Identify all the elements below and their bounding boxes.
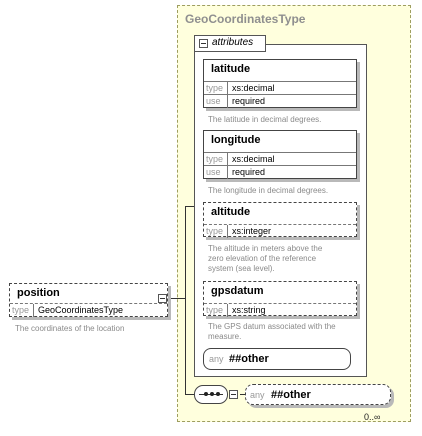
type-value: xs:integer	[232, 226, 272, 236]
element-doc: The coordinates of the location	[15, 324, 125, 333]
attribute-longitude[interactable]: longitude type xs:decimal use required	[203, 130, 357, 179]
use-value: required	[232, 167, 266, 177]
any-element[interactable]: any ##other	[245, 384, 391, 405]
any-key: any	[250, 390, 265, 400]
element-name: position	[17, 287, 60, 299]
any-value: ##other	[229, 353, 269, 365]
type-key: type	[204, 153, 228, 166]
collapse-attributes-icon[interactable]	[199, 39, 208, 48]
any-value: ##other	[271, 389, 311, 401]
attribute-name: latitude	[211, 63, 251, 75]
attribute-doc: The latitude in decimal degrees.	[208, 115, 322, 124]
any-key: any	[209, 354, 224, 364]
type-key: type	[10, 304, 34, 317]
attribute-name: altitude	[211, 206, 251, 218]
attribute-name: gpsdatum	[211, 285, 264, 297]
element-position[interactable]: position type GeoCoordinatesType	[9, 283, 168, 317]
sequence-dot	[216, 392, 220, 396]
attribute-doc-line: The GPS datum associated with the	[208, 322, 336, 331]
collapse-element-icon[interactable]	[158, 294, 167, 303]
type-key: type	[204, 82, 228, 95]
connector-line	[185, 394, 194, 395]
connector-line	[240, 394, 245, 395]
attributes-label: attributes	[212, 37, 254, 48]
use-value: required	[232, 96, 266, 106]
connector-line	[168, 298, 186, 299]
type-value: xs:string	[232, 305, 266, 315]
sequence-compositor[interactable]	[194, 385, 228, 404]
sequence-dot	[204, 392, 208, 396]
attribute-gpsdatum[interactable]: gpsdatum type xs:string	[203, 281, 357, 317]
use-key: use	[204, 95, 228, 108]
attribute-doc: The longitude in decimal degrees.	[208, 186, 329, 195]
type-value: xs:decimal	[232, 154, 275, 164]
type-key: type	[204, 225, 228, 238]
attribute-name: longitude	[211, 134, 261, 146]
attribute-latitude[interactable]: latitude type xs:decimal use required	[203, 59, 357, 108]
attribute-doc-line: system (sea level).	[208, 264, 275, 273]
sequence-dot	[210, 392, 214, 396]
attribute-doc-line: zero elevation of the reference	[208, 254, 317, 263]
connector-line	[185, 206, 194, 207]
type-key: type	[204, 304, 228, 317]
any-attribute[interactable]: any ##other	[203, 348, 351, 370]
attribute-doc-line: The altitude in meters above the	[208, 244, 323, 253]
attribute-altitude[interactable]: altitude type xs:integer	[203, 202, 357, 238]
use-key: use	[204, 166, 228, 179]
cardinality-label: 0..∞	[364, 412, 381, 422]
attribute-doc-line: measure.	[208, 332, 242, 341]
connector-line	[185, 206, 186, 394]
type-value: GeoCoordinatesType	[38, 305, 124, 315]
complex-type-title: GeoCoordinatesType	[185, 12, 306, 26]
attributes-tab[interactable]: attributes	[194, 35, 266, 52]
collapse-sequence-icon[interactable]	[229, 390, 238, 399]
type-value: xs:decimal	[232, 83, 275, 93]
